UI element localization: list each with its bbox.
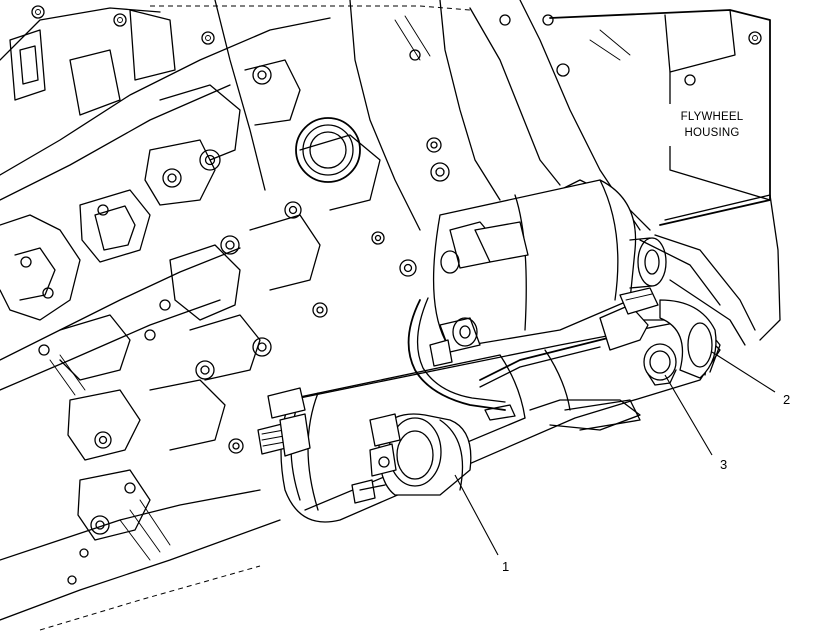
solenoid-terminal-nut <box>429 317 481 367</box>
callout-1: 1 <box>502 559 509 574</box>
callout-3: 3 <box>720 457 727 472</box>
mounting-bolt <box>643 343 677 386</box>
callout-leaders <box>454 351 776 556</box>
flywheel-housing-label-line1: FLYWHEEL <box>681 111 744 123</box>
block-round-cover <box>295 117 361 183</box>
starter-motor <box>257 179 721 523</box>
block-bolt-bosses <box>20 5 570 585</box>
field-coil-housing <box>369 413 472 496</box>
callout-2: 2 <box>783 392 790 407</box>
flywheel-housing: FLYWHEEL HOUSING <box>549 9 781 346</box>
flywheel-housing-label-line2: HOUSING <box>684 127 739 139</box>
solenoid <box>432 179 667 346</box>
terminal-stud <box>257 387 311 457</box>
